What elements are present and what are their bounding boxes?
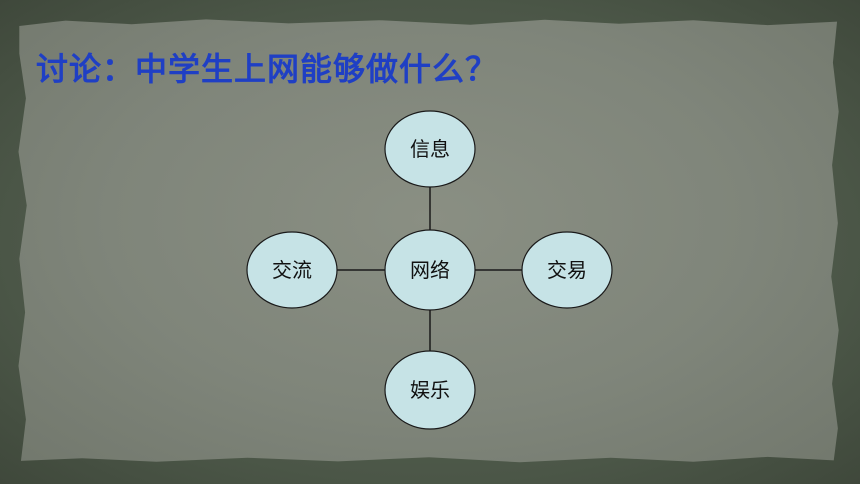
node-info-label: 信息 bbox=[410, 137, 450, 161]
node-trade: 交易 bbox=[521, 231, 613, 309]
node-trade-label: 交易 bbox=[547, 258, 587, 282]
node-exchange: 交流 bbox=[246, 231, 338, 309]
page-title: 讨论：中学生上网能够做什么？ bbox=[36, 50, 499, 88]
node-info: 信息 bbox=[384, 110, 476, 188]
node-network: 网络 bbox=[384, 229, 476, 311]
node-entertainment-label: 娱乐 bbox=[410, 378, 450, 402]
node-entertainment: 娱乐 bbox=[384, 350, 476, 430]
node-exchange-label: 交流 bbox=[272, 258, 312, 282]
node-network-label: 网络 bbox=[410, 258, 450, 282]
